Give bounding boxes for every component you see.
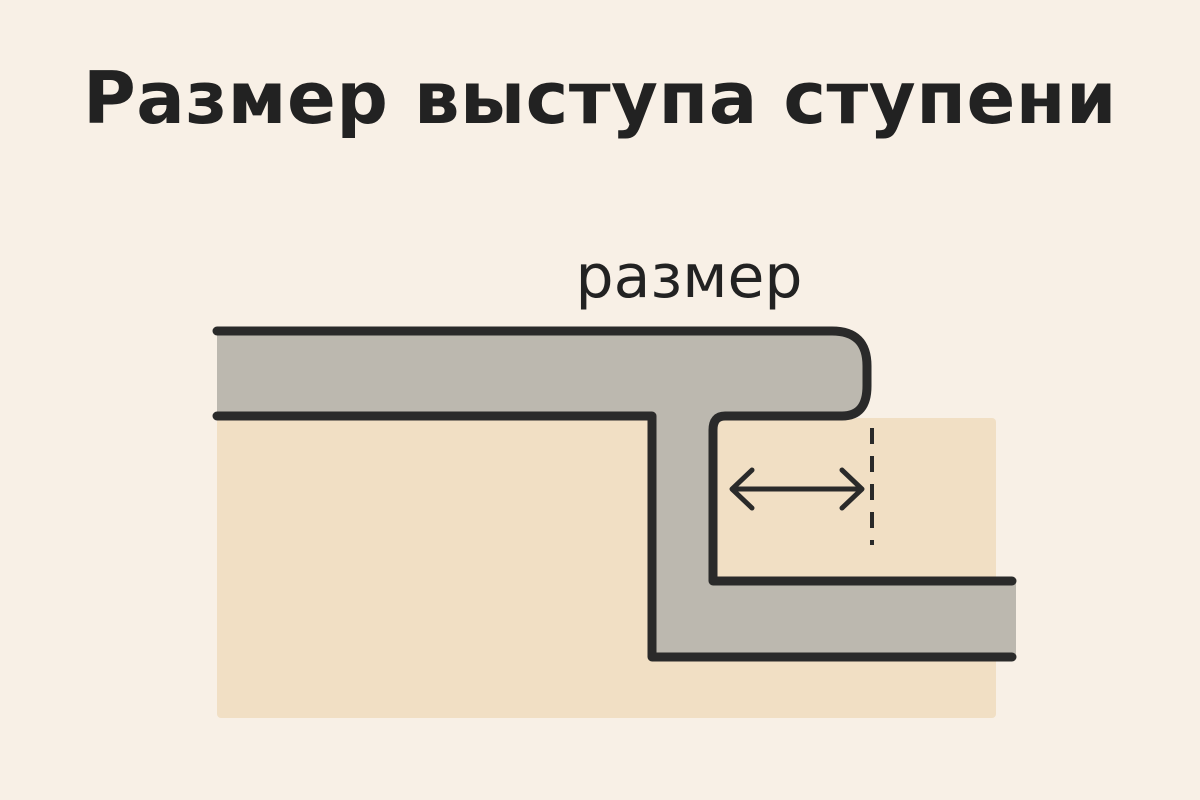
- stair-base-block: [217, 418, 996, 718]
- dimension-arrow: [729, 467, 865, 511]
- tread-top-edge: [212, 326, 1017, 586]
- page-title: Размер выступа ступени: [82, 56, 1117, 140]
- dimension-label: размер: [575, 242, 802, 312]
- tread-bottom-edge: [212, 411, 1017, 662]
